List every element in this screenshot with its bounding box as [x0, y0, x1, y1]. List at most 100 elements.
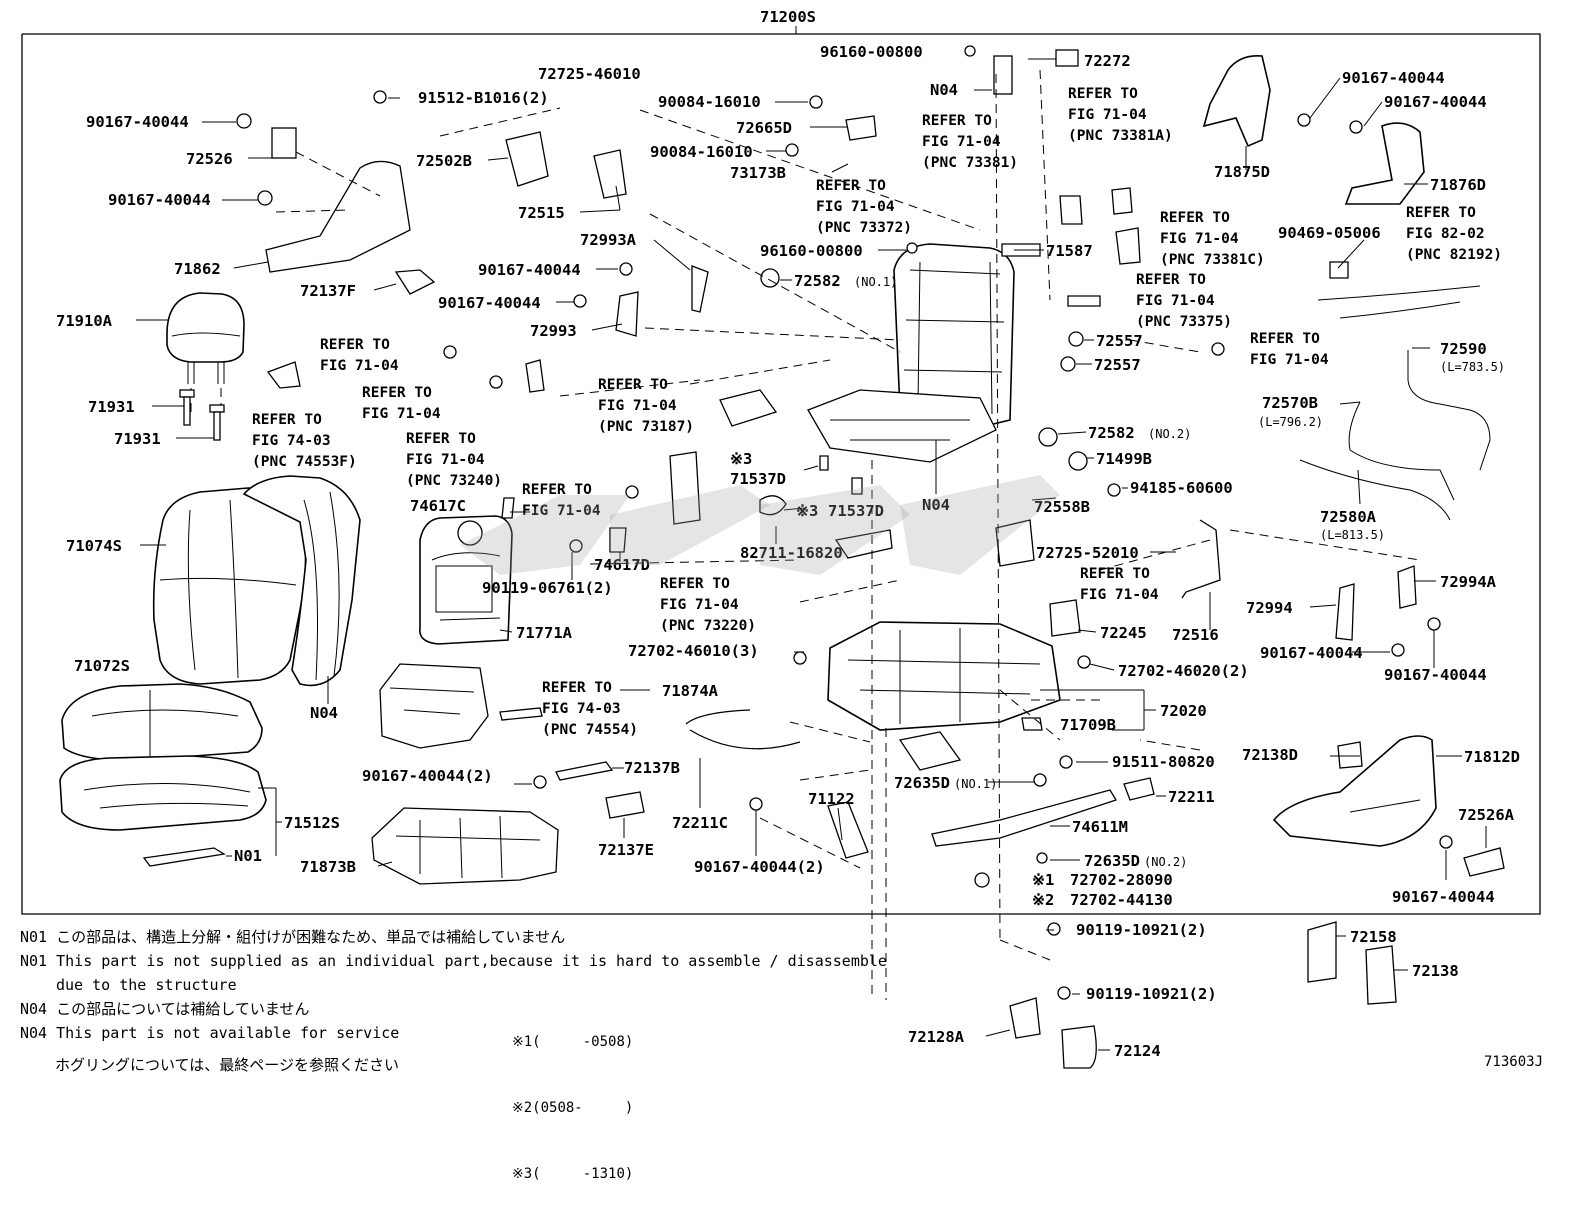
- footnotes: N01 この部品は、構造上分解・組付けが困難なため、単品では補給していません N…: [20, 925, 980, 1045]
- seat-track-frame: [827, 621, 1061, 771]
- callout-72245: 72245: [1100, 624, 1147, 642]
- callout-72993: 72993: [530, 322, 577, 340]
- note-n01-ja: N01 この部品は、構造上分解・組付けが困難なため、単品では補給していません: [20, 928, 566, 946]
- callout-72635d: 72635D: [894, 774, 950, 792]
- callout-71122: 71122: [808, 790, 855, 808]
- grommet-note: ホグリングについては、最終ページを参照ください: [55, 1056, 399, 1074]
- callout-labels: 72272 96160-00800 N04 72725-46010 91512-…: [56, 43, 1520, 1060]
- callout-71876d: 71876D: [1430, 176, 1486, 194]
- assembly-label: 71200S: [760, 8, 816, 26]
- callout-90167-40044: 90167-40044: [1384, 666, 1487, 684]
- callout-72994a: 72994A: [1440, 573, 1497, 591]
- leader-lines: [136, 58, 1487, 1051]
- back-board: [419, 515, 513, 645]
- callout-90119-06761: 90119-06761(2): [482, 579, 613, 597]
- callout-72128a: 72128A: [908, 1028, 965, 1046]
- callout-71537d: 71537D: [828, 502, 884, 520]
- callout-72582: 72582: [1088, 424, 1135, 442]
- callout-72702-44130: 72702-44130: [1070, 891, 1173, 909]
- callout-96160-00800: 96160-00800: [820, 43, 923, 61]
- callout-91512-b1016: 91512-B1016(2): [418, 89, 549, 107]
- callout-90167-40044-2: 90167-40044(2): [362, 767, 493, 785]
- callout-71587: 71587: [1046, 242, 1093, 260]
- note-n01-en: N01 This part is not supplied as an indi…: [20, 952, 887, 970]
- parts-diagram: 71200S: [21, 8, 1541, 1069]
- callout-73173b: 73173B: [730, 164, 786, 182]
- callout-72725-52010: 72725-52010: [1036, 544, 1139, 562]
- note-n04-ja: N04 この部品については補給していません: [20, 1000, 310, 1018]
- callout-72582: 72582: [794, 272, 841, 290]
- dashed-leaders: [275, 69, 1421, 1000]
- callout-l8135: (L=813.5): [1320, 528, 1385, 542]
- callout-74617d: 74617D: [594, 556, 650, 574]
- callout-72557: 72557: [1096, 332, 1143, 350]
- callout-71537d: 71537D: [730, 470, 786, 488]
- production-date-notes: ※1( -0508) ※2(0508- ) ※3( -1310): [512, 987, 633, 1207]
- callout-no1: (NO.1): [954, 777, 997, 791]
- callout-l7962: (L=796.2): [1258, 415, 1323, 429]
- headrest: [166, 292, 301, 441]
- date-note-2: ※2(0508- ): [512, 1100, 634, 1116]
- seatback-cover: [152, 475, 361, 687]
- callout-71873b: 71873B: [300, 858, 356, 876]
- seat-cushion: [59, 683, 267, 867]
- seat-lower-frame: [371, 663, 645, 885]
- callout-90167-40044: 90167-40044: [1392, 888, 1495, 906]
- callout-96160-00800: 96160-00800: [760, 242, 863, 260]
- callout-71931: 71931: [114, 430, 161, 448]
- callout-71862: 71862: [174, 260, 221, 278]
- callout-72558b: 72558B: [1034, 498, 1090, 516]
- callout-72137e: 72137E: [598, 841, 654, 859]
- fastener-glyphs: [236, 45, 1453, 1069]
- callout-90167-40044: 90167-40044: [108, 191, 211, 209]
- date-note-3: ※3( -1310): [512, 1166, 634, 1182]
- callout-72590: 72590: [1440, 340, 1487, 358]
- seatback-frame: [807, 243, 1015, 463]
- callout-71512s: 71512S: [284, 814, 340, 832]
- callout-71072s: 71072S: [74, 657, 130, 675]
- callout-90167-40044-2: 90167-40044(2): [694, 858, 825, 876]
- callout-n04: N04: [922, 496, 950, 514]
- callout-71910a: 71910A: [56, 312, 113, 330]
- note-n01-en-cont: due to the structure: [56, 976, 237, 994]
- callout-71709b: 71709B: [1060, 716, 1116, 734]
- callout-72557: 72557: [1094, 356, 1141, 374]
- callout-90167-40044: 90167-40044: [1384, 93, 1487, 111]
- callout-no2: (NO.2): [1144, 855, 1187, 869]
- callout-mark3: ※3: [730, 450, 752, 468]
- callout-72020: 72020: [1160, 702, 1207, 720]
- callout-mark2: ※2: [1032, 891, 1054, 909]
- callout-71074s: 71074S: [66, 537, 122, 555]
- callout-72211: 72211: [1168, 788, 1215, 806]
- callout-72158: 72158: [1350, 928, 1397, 946]
- callout-72137f: 72137F: [300, 282, 356, 300]
- callout-90119-10921: 90119-10921(2): [1086, 985, 1217, 1003]
- callout-72702-46020: 72702-46020(2): [1118, 662, 1249, 680]
- callout-mark3: ※3: [796, 502, 818, 520]
- callout-72124: 72124: [1114, 1042, 1161, 1060]
- callout-n04: N04: [930, 81, 958, 99]
- callout-71874a: 71874A: [662, 682, 719, 700]
- callout-94185-60600: 94185-60600: [1130, 479, 1233, 497]
- callout-90167-40044: 90167-40044: [1260, 644, 1363, 662]
- callout-72138: 72138: [1412, 962, 1459, 980]
- callout-72702-46010-3: 72702-46010(3): [628, 642, 759, 660]
- figure-id: 713603J: [1484, 1054, 1544, 1070]
- callout-72515: 72515: [518, 204, 565, 222]
- callout-72526: 72526: [186, 150, 233, 168]
- callout-72725-46010: 72725-46010: [538, 65, 641, 83]
- callout-n04: N04: [310, 704, 338, 722]
- callout-72994: 72994: [1246, 599, 1293, 617]
- callout-72502b: 72502B: [416, 152, 472, 170]
- callout-mark1: ※1: [1032, 871, 1054, 889]
